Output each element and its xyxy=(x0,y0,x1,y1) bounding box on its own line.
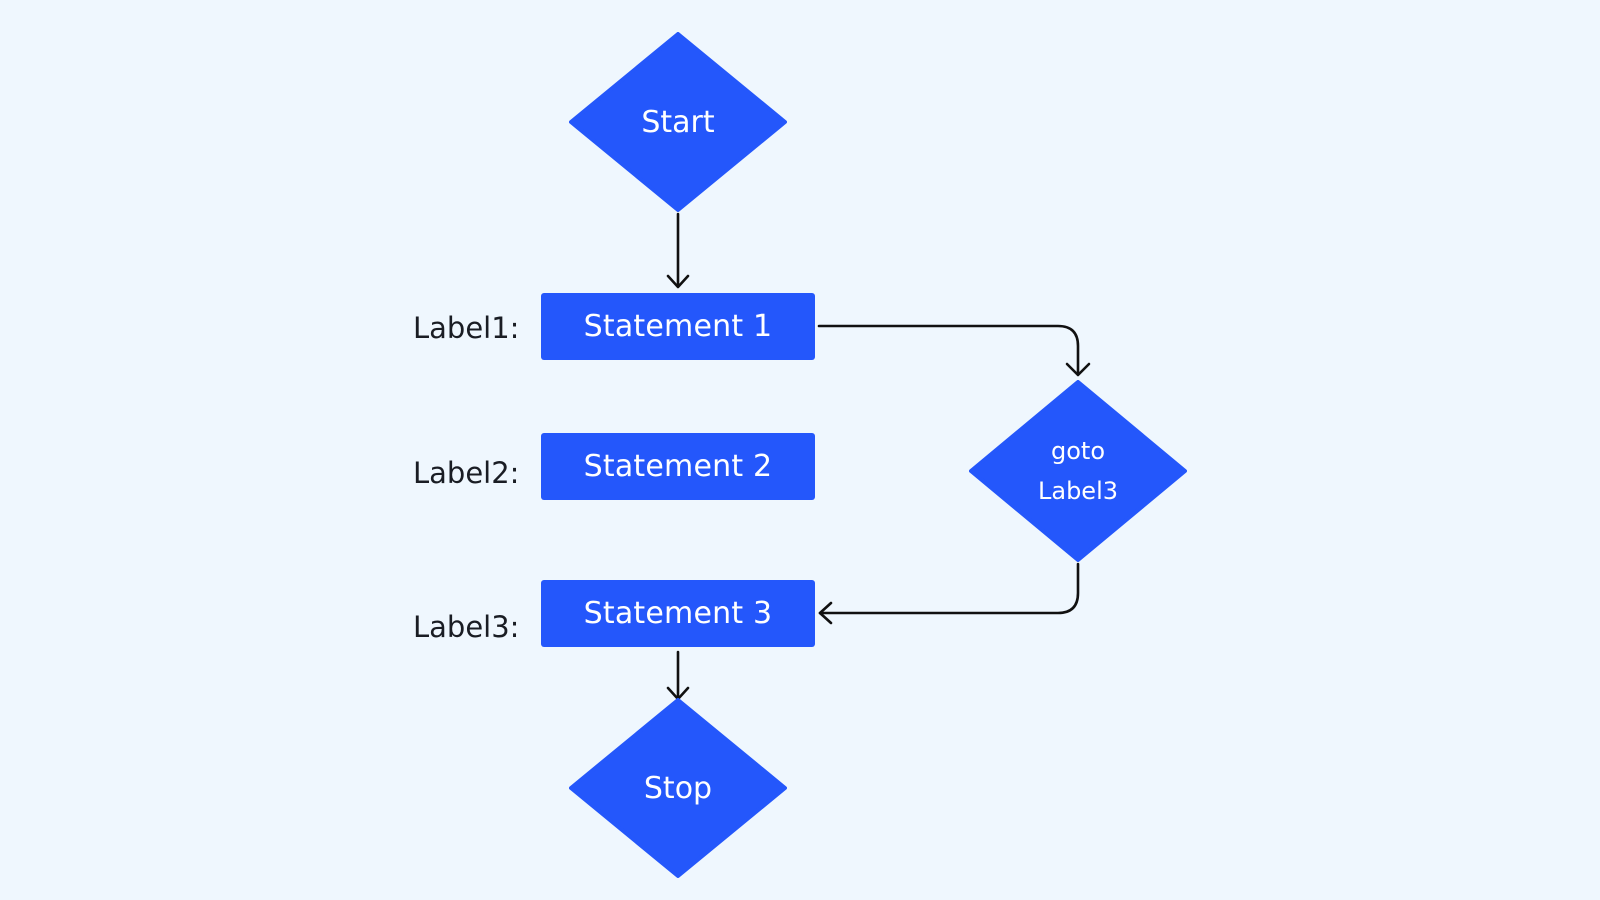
statement2-node: Statement 2 xyxy=(541,433,815,500)
arrowhead-statement3 xyxy=(818,601,833,625)
arrowhead-goto xyxy=(1065,362,1091,377)
statement3-node: Statement 3 xyxy=(541,580,815,647)
edge-goto-to-statement3 xyxy=(818,562,1080,615)
arrowhead-statement1 xyxy=(666,274,690,289)
goto-node: goto Label3 xyxy=(969,380,1187,562)
statement3-text: Statement 3 xyxy=(583,596,773,631)
start-node: Start xyxy=(569,32,787,212)
stop-node-text: Stop xyxy=(643,770,713,806)
goto-node-text: goto Label3 xyxy=(1038,431,1118,511)
stop-node: Stop xyxy=(569,698,787,878)
goto-line1: goto xyxy=(1050,437,1105,465)
goto-line2: Label3 xyxy=(1037,477,1118,505)
label1-text: Label1: xyxy=(413,311,520,345)
statement1-node: Statement 1 xyxy=(541,293,815,360)
statement2-text: Statement 2 xyxy=(583,449,773,484)
edge-statement1-to-goto xyxy=(817,324,1080,376)
start-node-text: Start xyxy=(641,104,715,140)
label3-text: Label3: xyxy=(413,610,520,644)
statement1-text: Statement 1 xyxy=(583,309,773,344)
label2-text: Label2: xyxy=(413,456,520,490)
